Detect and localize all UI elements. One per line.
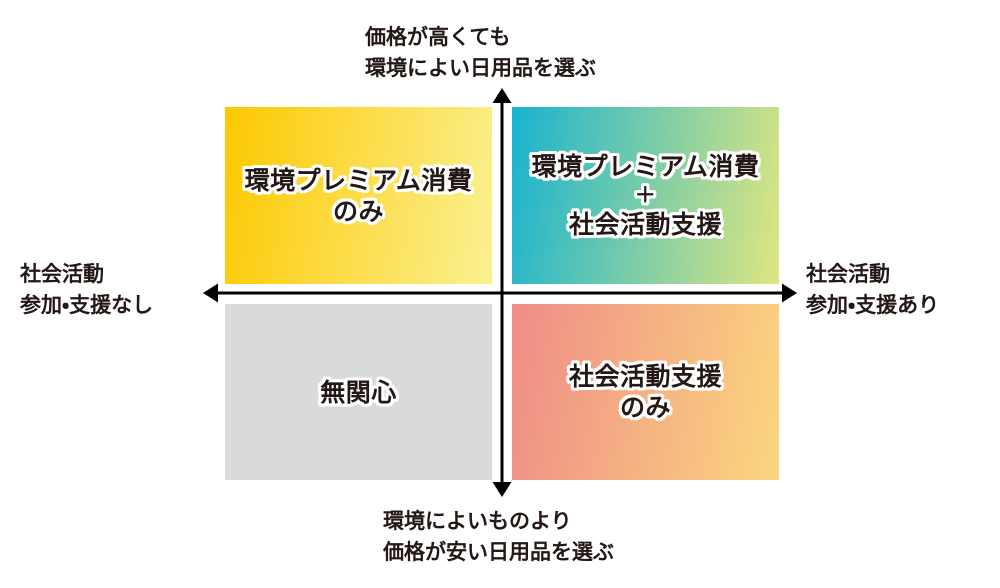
quadrant-top-left-label: 環境プレミアム消費 のみ bbox=[245, 165, 473, 227]
arrow-down-icon bbox=[492, 482, 512, 497]
plus-sign: ＋ bbox=[634, 183, 657, 207]
axis-label-left-line1: 社会活動 bbox=[20, 262, 104, 286]
quadrant-bottom-right: 社会活動支援 のみ bbox=[512, 304, 779, 480]
axis-label-right-line2: 参加・支援あり bbox=[806, 293, 940, 317]
quadrant-label-line: 無関心 bbox=[320, 377, 397, 407]
axis-label-bottom: 環境によいものより 価格が安い日用品を選ぶ bbox=[383, 506, 614, 568]
axis-label-bottom-line2: 価格が安い日用品を選ぶ bbox=[383, 540, 614, 564]
arrow-left-icon bbox=[203, 283, 218, 303]
quadrant-top-right-label: 環境プレミアム消費 ＋ 社会活動支援 bbox=[532, 151, 760, 240]
vertical-axis bbox=[492, 88, 512, 497]
quadrant-label-line: 環境プレミアム消費 bbox=[244, 165, 473, 195]
axis-label-left: 社会活動 参加・支援なし bbox=[20, 259, 153, 321]
axis-label-right-line1: 社会活動 bbox=[806, 262, 890, 286]
quadrant-label-line: 環境プレミアム消費 bbox=[531, 152, 760, 181]
quadrant-label-line: 社会活動支援 bbox=[568, 210, 722, 239]
quadrant-label-line: のみ bbox=[619, 393, 671, 422]
arrow-right-icon bbox=[782, 283, 797, 303]
quadrant-label-line: のみ bbox=[332, 196, 384, 226]
quadrant-top-left: 環境プレミアム消費 のみ bbox=[225, 107, 492, 284]
horizontal-axis bbox=[203, 283, 797, 303]
quadrant-bottom-right-label: 社会活動支援 のみ bbox=[569, 361, 722, 423]
quadrant-top-right: 環境プレミアム消費 ＋ 社会活動支援 bbox=[512, 107, 779, 284]
axis-label-left-line2: 参加・支援なし bbox=[20, 293, 154, 317]
axis-label-right: 社会活動 参加・支援あり bbox=[806, 259, 939, 321]
axis-label-top-line1: 価格が高くても bbox=[365, 25, 511, 49]
axis-label-top: 価格が高くても 環境によい日用品を選ぶ bbox=[365, 22, 596, 84]
axis-label-bottom-line1: 環境によいものより bbox=[383, 509, 572, 533]
arrow-up-icon bbox=[492, 88, 512, 103]
axis-label-top-line2: 環境によい日用品を選ぶ bbox=[365, 56, 596, 80]
quadrant-bottom-left-label: 無関心 bbox=[320, 377, 397, 408]
quadrant-bottom-left: 無関心 bbox=[225, 304, 492, 480]
quadrant-label-line: 社会活動支援 bbox=[568, 362, 722, 391]
